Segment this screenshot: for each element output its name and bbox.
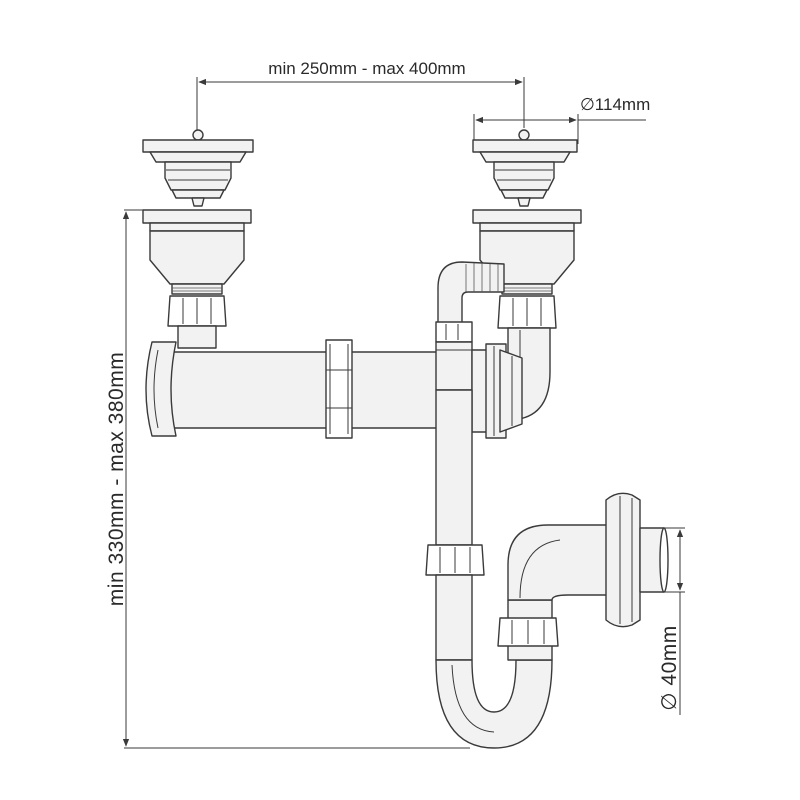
spacing-dimension: min 250mm - max 400mm	[196, 59, 525, 135]
height-dimension: min 330mm - max 380mm	[105, 209, 470, 749]
outlet-pipe	[639, 527, 669, 593]
horizontal-pipe	[145, 339, 481, 439]
left-sink-outlet	[142, 209, 252, 349]
left-strainer-basket	[142, 129, 254, 207]
vertical-drop-pipe	[425, 389, 485, 661]
outlet-bend	[507, 524, 613, 601]
trap-riser	[497, 599, 559, 661]
t-junction	[435, 341, 523, 439]
strainer-diameter-dimension: ∅114mm	[473, 95, 650, 144]
overflow-hose	[435, 261, 505, 343]
right-strainer-basket	[472, 129, 578, 207]
outlet-diameter-dimension: ∅ 40mm	[658, 527, 685, 715]
strainer-diameter-label: ∅114mm	[580, 95, 650, 114]
outlet-diameter-label: ∅ 40mm	[658, 625, 681, 710]
spacing-label: min 250mm - max 400mm	[268, 59, 465, 78]
wall-flange	[605, 492, 641, 628]
height-label: min 330mm - max 380mm	[105, 352, 128, 606]
u-trap	[435, 659, 553, 749]
